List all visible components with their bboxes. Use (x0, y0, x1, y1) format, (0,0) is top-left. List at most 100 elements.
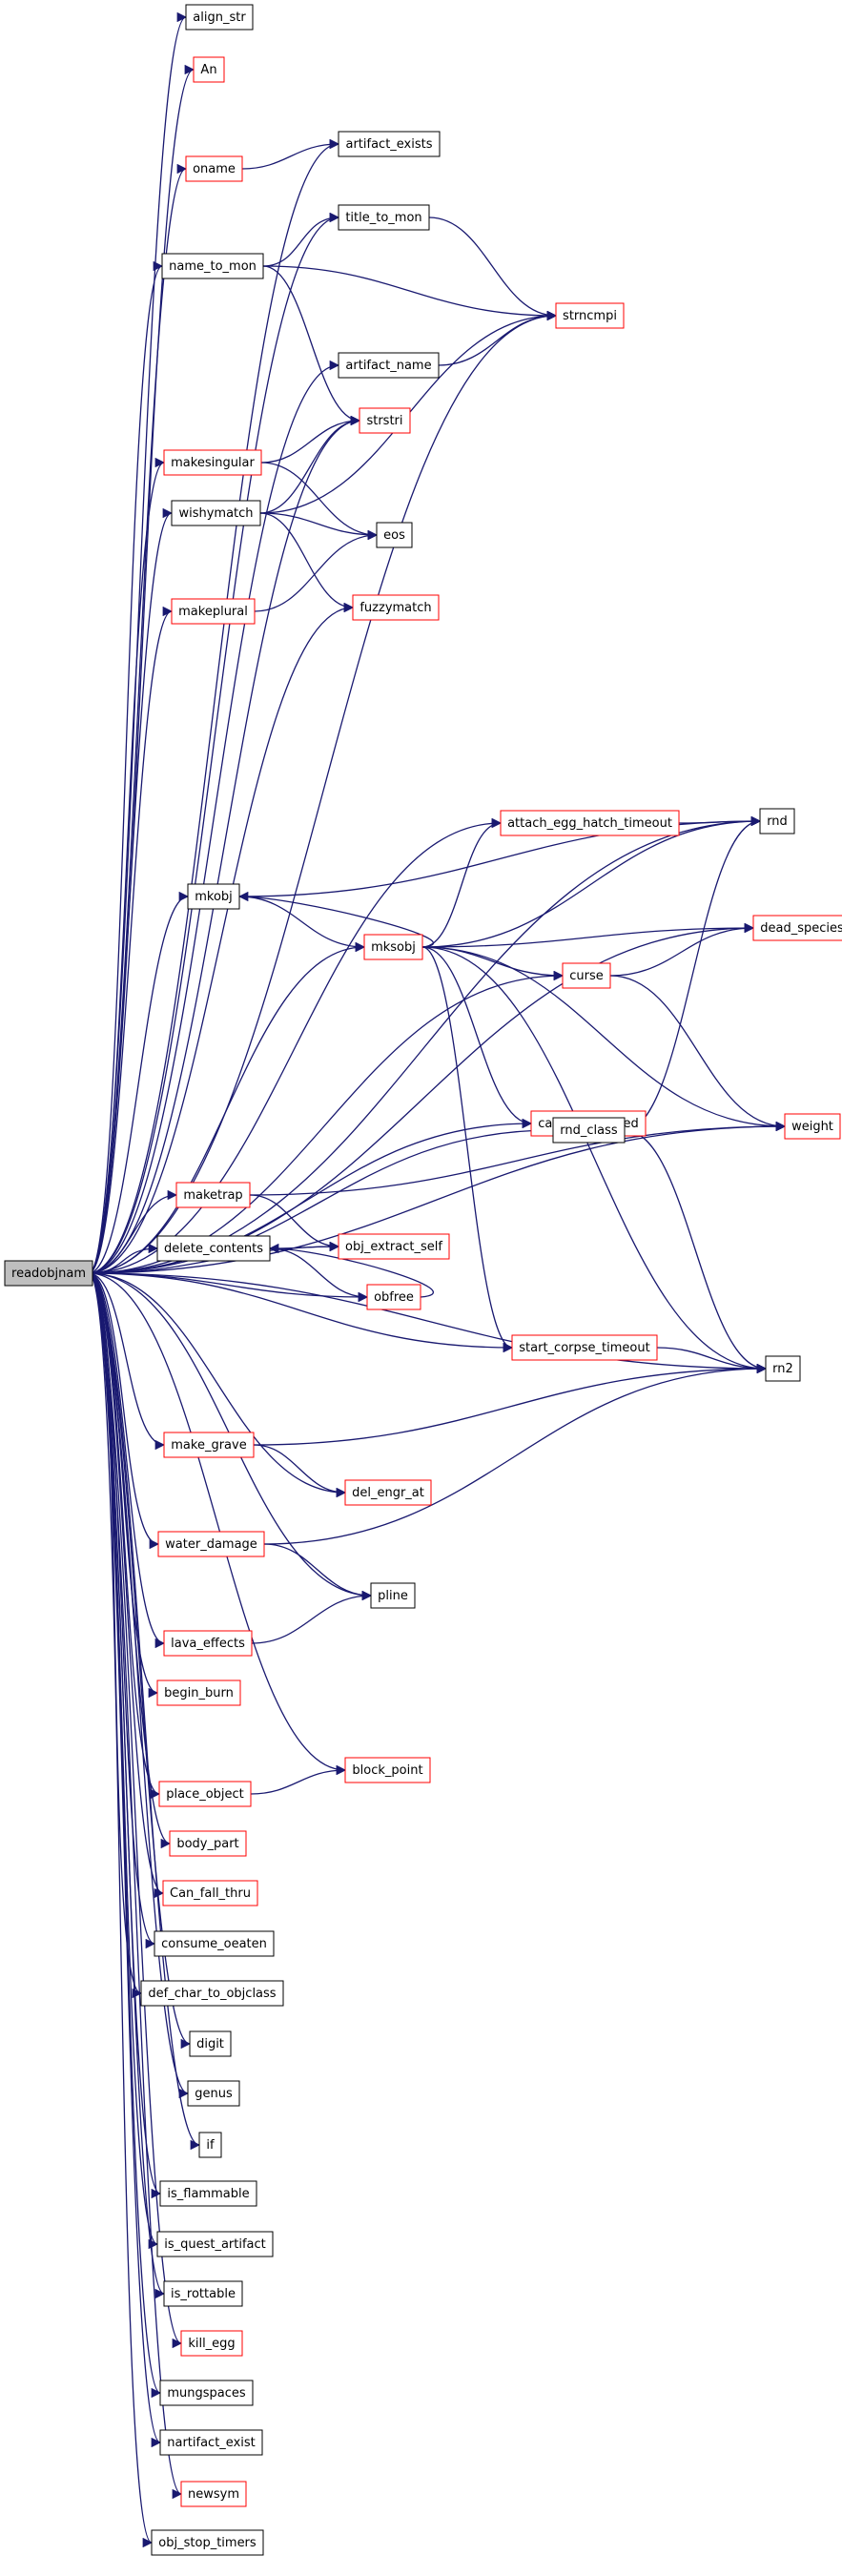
node-an[interactable]: An (193, 56, 225, 83)
edge-readobjnam-to-del-engr-at (88, 1272, 347, 1498)
edge-artifact-name-to-strncmpi (438, 310, 558, 366)
node-attach-egg-hatch-timeout[interactable]: attach_egg_hatch_timeout (500, 810, 680, 836)
edge-readobjnam-to-wishymatch (88, 507, 174, 1274)
node-genus[interactable]: genus (187, 2080, 240, 2107)
node-make-grave[interactable]: make_grave (163, 1432, 255, 1458)
node-wishymatch[interactable]: wishymatch (171, 500, 261, 526)
node-strstri[interactable]: strstri (359, 407, 411, 434)
edge-start-corpse-timeout-to-rn2 (656, 1347, 768, 1374)
node-oname[interactable]: oname (185, 155, 243, 182)
edge-readobjnam-to-attach-egg-hatch-timeout (88, 817, 503, 1274)
node-title-to-mon[interactable]: title_to_mon (338, 204, 430, 231)
node-makeplural[interactable]: makeplural (171, 598, 256, 625)
edge-oname-to-artifact-exists (241, 138, 340, 170)
node-mkobj[interactable]: mkobj (187, 883, 240, 910)
node-strncmpi[interactable]: strncmpi (555, 302, 625, 329)
node-label: is_rottable (171, 2287, 236, 2301)
node-is-flammable[interactable]: is_flammable (159, 2180, 257, 2207)
node-lava-effects[interactable]: lava_effects (163, 1630, 253, 1657)
node-can-fall-thru[interactable]: Can_fall_thru (162, 1880, 258, 1906)
node-body-part[interactable]: body_part (169, 1830, 247, 1857)
node-kill-egg[interactable]: kill_egg (180, 2330, 243, 2357)
edge-readobjnam-to-mksobj (88, 941, 366, 1274)
edge-readobjnam-to-genus (88, 1272, 190, 2099)
node-place-object[interactable]: place_object (158, 1781, 252, 1807)
edge-maketrap-to-weight (249, 1121, 787, 1196)
node-name-to-mon[interactable]: name_to_mon (161, 253, 264, 279)
node-curse[interactable]: curse (562, 962, 611, 989)
edge-readobjnam-to-lava-effects (88, 1272, 166, 1649)
node-artifact-exists[interactable]: artifact_exists (338, 131, 441, 157)
edge-readobjnam-to-nartifact-exist (88, 1272, 162, 2447)
node-mksobj[interactable]: mksobj (363, 934, 423, 960)
node-label: water_damage (165, 1537, 257, 1552)
node-obj-extract-self[interactable]: obj_extract_self (338, 1233, 450, 1260)
node-readobjnam[interactable]: readobjnam (4, 1260, 93, 1287)
node-maketrap[interactable]: maketrap (175, 1182, 251, 1208)
node-is-quest-artifact[interactable]: is_quest_artifact (156, 2231, 274, 2257)
node-label: digit (196, 2037, 224, 2051)
node-rnd-class[interactable]: rnd_class (552, 1117, 626, 1144)
node-is-rottable[interactable]: is_rottable (163, 2280, 243, 2307)
edge-readobjnam-to-fuzzymatch (88, 602, 355, 1274)
node-label: is_flammable (167, 2187, 249, 2201)
edge-make-grave-to-rn2 (253, 1363, 768, 1446)
edge-readobjnam-to-can-be-hatched (88, 1118, 533, 1274)
node-def-char-to-objclass[interactable]: def_char_to_objclass (140, 1980, 284, 2007)
node-eos[interactable]: eos (376, 522, 413, 548)
node-label: wishymatch (178, 506, 253, 521)
edge-wishymatch-to-eos (259, 512, 379, 541)
node-fuzzymatch[interactable]: fuzzymatch (352, 594, 440, 621)
node-mungspaces[interactable]: mungspaces (159, 2380, 254, 2406)
edge-attach-egg-hatch-timeout-to-rnd (678, 815, 762, 827)
edge-mkobj-to-mksobj (238, 896, 366, 953)
node-del-engr-at[interactable]: del_engr_at (344, 1479, 432, 1506)
node-delete-contents[interactable]: delete_contents (156, 1235, 271, 1262)
edge-rnd-class-to-rnd (624, 815, 762, 1131)
node-label: mkobj (195, 890, 233, 904)
node-align-str[interactable]: align_str (185, 4, 254, 31)
node-pline[interactable]: pline (370, 1582, 416, 1609)
node-consume-oeaten[interactable]: consume_oeaten (154, 1930, 275, 1957)
edge-readobjnam-to-block-point (88, 1272, 347, 1776)
edge-makesingular-to-strstri (260, 415, 361, 464)
node-newsym[interactable]: newsym (180, 2481, 247, 2507)
node-begin-burn[interactable]: begin_burn (156, 1680, 241, 1706)
edge-readobjnam-to-an (88, 65, 195, 1274)
node-weight[interactable]: weight (784, 1113, 841, 1140)
node-makesingular[interactable]: makesingular (163, 449, 262, 476)
edge-readobjnam-to-start-corpse-timeout (88, 1272, 514, 1353)
node-label: eos (383, 528, 405, 543)
node-label: block_point (352, 1763, 422, 1778)
node-label: kill_egg (188, 2337, 235, 2351)
node-label: def_char_to_objclass (148, 1987, 276, 2001)
node-dead-species[interactable]: dead_species (752, 915, 842, 941)
edge-mksobj-to-rn2 (421, 946, 768, 1374)
node-nartifact-exist[interactable]: nartifact_exist (159, 2429, 263, 2456)
edge-readobjnam-to-makesingular (88, 458, 166, 1274)
node-digit[interactable]: digit (189, 2030, 232, 2057)
node-obfree[interactable]: obfree (366, 1284, 421, 1310)
edge-curse-to-weight (609, 975, 787, 1132)
edge-readobjnam-to-oname (88, 164, 188, 1274)
node-label: make_grave (171, 1438, 246, 1453)
node-if[interactable]: if (198, 2132, 222, 2158)
node-label: consume_oeaten (161, 1937, 267, 1951)
node-water-damage[interactable]: water_damage (157, 1531, 265, 1557)
node-artifact-name[interactable]: artifact_name (338, 352, 440, 379)
node-block-point[interactable]: block_point (344, 1757, 431, 1783)
node-label: attach_egg_hatch_timeout (507, 816, 672, 831)
node-label: artifact_name (345, 359, 431, 373)
edge-title-to-mon-to-strncmpi (428, 216, 558, 321)
node-label: curse (569, 969, 604, 983)
edge-wishymatch-to-strstri (259, 415, 361, 514)
node-start-corpse-timeout[interactable]: start_corpse_timeout (511, 1334, 658, 1361)
edge-readobjnam-to-rnd-class (88, 1124, 555, 1274)
node-obj-stop-timers[interactable]: obj_stop_timers (151, 2529, 264, 2556)
node-label: strstri (366, 414, 402, 428)
edge-maketrap-to-obj-extract-self (249, 1194, 340, 1252)
node-rnd[interactable]: rnd (759, 808, 795, 835)
node-label: mksobj (371, 940, 416, 955)
node-rn2[interactable]: rn2 (765, 1355, 801, 1382)
node-label: newsym (188, 2487, 239, 2502)
